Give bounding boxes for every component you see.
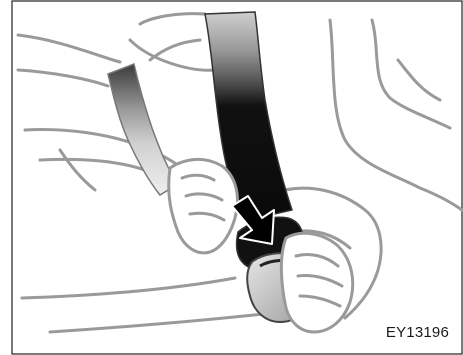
figure-code: EY13196 xyxy=(386,324,449,341)
